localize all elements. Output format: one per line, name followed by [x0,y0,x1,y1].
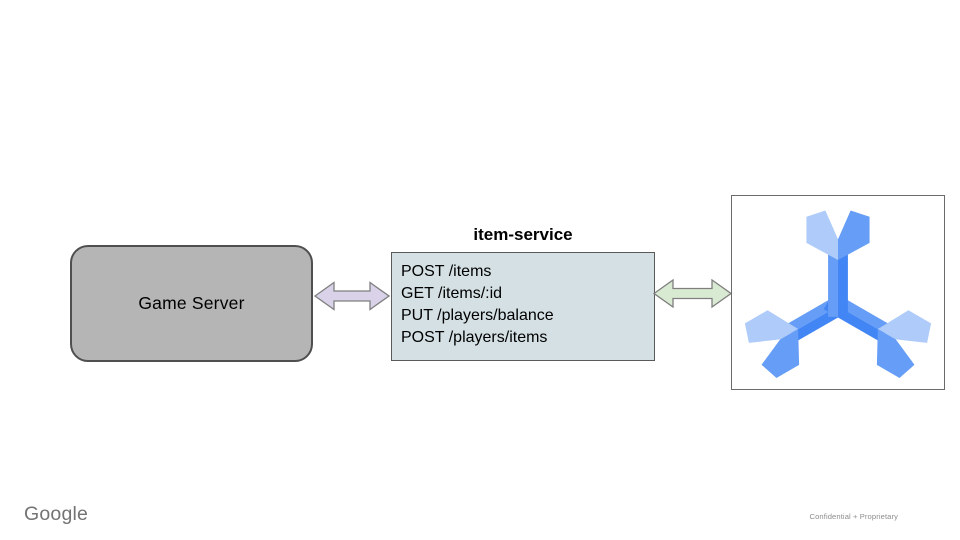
spanner-head-face [744,310,799,343]
right-connector [652,278,733,313]
endpoint-line: PUT /players/balance [401,307,554,324]
left-connector [313,281,391,316]
double-arrow-icon [313,281,391,311]
item-service-node: POST /items GET /items/:id PUT /players/… [391,252,655,361]
game-server-label: Game Server [138,293,245,313]
double-arrow-icon [652,278,733,309]
endpoint-line: POST /players/items [401,329,548,346]
endpoint-line: GET /items/:id [401,285,503,302]
cloud-spanner-card [731,195,945,390]
spanner-head-face [806,210,838,261]
confidential-note: Confidential + Proprietary [809,512,898,521]
google-logo: Google [24,503,89,525]
spanner-head-face [877,310,932,343]
double-arrow-shape [313,281,391,311]
cloud-spanner-icon [744,210,932,378]
spanner-head-face [876,329,915,378]
spanner-shaft-face [838,251,848,317]
spanner-head-face [838,210,870,261]
service-title: item-service [473,225,573,244]
spanner-head-face [761,329,800,378]
spanner-arm [806,210,870,317]
double-arrow-shape [652,278,733,309]
spanner-shaft-face [828,251,838,317]
game-server-node: Game Server [70,245,313,362]
endpoint-line: POST /items [401,263,492,280]
